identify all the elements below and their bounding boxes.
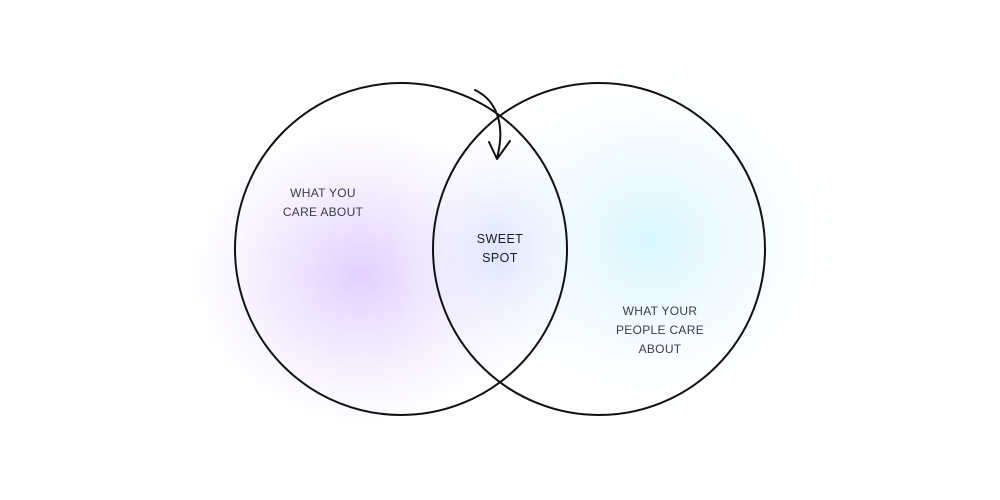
left-label-line-2: CARE ABOUT [282,205,364,219]
overlap-label: SWEET SPOT [460,230,540,268]
left-circle [234,82,568,416]
overlap-label-line-1: SWEET [476,232,524,246]
right-label-line-1: WHAT YOUR [622,304,698,318]
overlap-label-line-2: SPOT [482,251,518,265]
right-circle [432,82,766,416]
right-circle-label: WHAT YOUR PEOPLE CARE ABOUT [600,302,720,359]
right-label-line-2: PEOPLE CARE [616,323,704,337]
center-glow [390,100,610,400]
left-circle-label: WHAT YOU CARE ABOUT [263,184,383,222]
right-label-line-3: ABOUT [638,342,682,356]
curved-arrow-icon [474,89,511,160]
left-label-line-1: WHAT YOU [290,186,356,200]
